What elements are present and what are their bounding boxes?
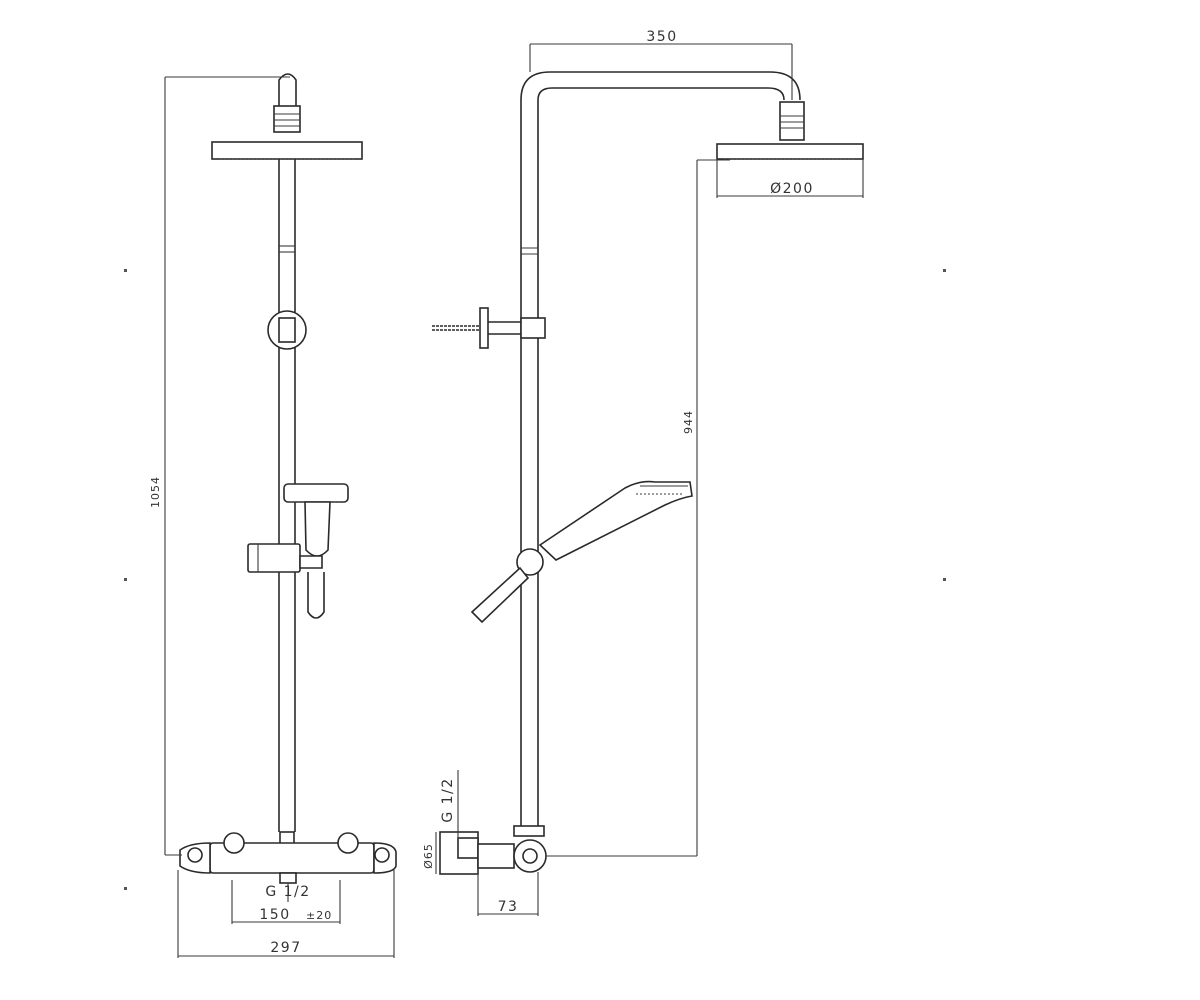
front-slider	[247, 543, 301, 573]
registration-marks	[124, 269, 946, 890]
total-height-label: 1054	[149, 476, 162, 508]
side-hand-shower	[538, 480, 693, 561]
front-inlet-thread-label: G 1/2	[265, 884, 310, 900]
inlet-spacing-label: 150	[259, 907, 290, 923]
bar-height-label: 944	[682, 410, 695, 434]
wall-offset-label: 73	[498, 899, 519, 915]
front-head-connector	[273, 105, 301, 133]
side-overhead-shower-head	[716, 143, 864, 160]
mixer-width-label: 297	[270, 940, 301, 956]
inlet-spacing-tolerance: ±20	[306, 909, 332, 922]
side-inlet-thread-label: G 1/2	[440, 777, 456, 822]
front-hose	[307, 572, 325, 619]
side-view	[432, 71, 864, 875]
side-dimensions: 350 Ø200 944 G 1/2 Ø65 73	[422, 29, 864, 916]
side-inlet-nut	[457, 837, 479, 859]
front-arm-stub	[278, 73, 297, 106]
front-dimensions: 1054 G 1/2 150 ±20 297	[149, 76, 395, 958]
front-overhead-shower-head	[211, 141, 363, 160]
side-riser-and-arm	[520, 71, 801, 832]
side-hose	[470, 566, 530, 624]
side-wall-bracket	[479, 307, 489, 349]
side-slider-knob	[516, 548, 544, 576]
front-hand-shower-handle	[304, 501, 331, 557]
escutcheon-diameter-label: Ø65	[422, 843, 435, 869]
top-width-label: 350	[646, 29, 677, 45]
head-diameter-label: Ø200	[770, 181, 814, 197]
side-head-connector	[779, 101, 805, 141]
front-view	[179, 73, 397, 884]
front-hand-shower-head	[283, 483, 349, 503]
